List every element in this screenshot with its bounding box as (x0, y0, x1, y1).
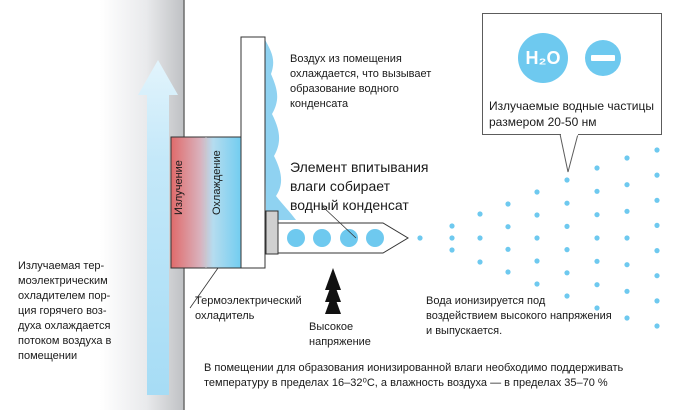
water-particle (654, 298, 660, 304)
water-particle (505, 246, 511, 252)
water-particle (624, 315, 630, 321)
emitted-particles (417, 147, 660, 329)
water-particle (594, 305, 600, 311)
water-particle (564, 270, 570, 276)
particles-callout (482, 13, 662, 135)
water-particle (564, 247, 570, 253)
nozzle-droplet (287, 229, 305, 247)
water-particle (564, 223, 570, 229)
water-particle (505, 269, 511, 275)
water-particle (594, 188, 600, 194)
water-particle (534, 212, 540, 218)
water-particle (654, 248, 660, 254)
hv-arrow (325, 280, 341, 302)
water-particle (624, 262, 630, 268)
water-particle (594, 212, 600, 218)
cooler-label: Термоэлектрический охладитель (195, 295, 302, 322)
left-note: Излучаемая тер- моэлектрическим охладите… (18, 260, 112, 362)
h2o-label: H₂O (525, 48, 561, 68)
water-particle (449, 247, 455, 253)
water-particle (654, 172, 660, 178)
water-particle (417, 235, 423, 241)
water-particle (594, 165, 600, 171)
water-particle (477, 235, 483, 241)
water-particle (624, 235, 630, 241)
water-particle (449, 223, 455, 229)
water-particle (477, 211, 483, 217)
water-particle (477, 259, 483, 265)
cooler-leader (189, 267, 219, 309)
bubble-tail (559, 133, 579, 173)
water-particle (654, 323, 660, 329)
absorber-connector (265, 210, 279, 255)
water-particle (449, 235, 455, 241)
water-particle (564, 293, 570, 299)
water-particle (534, 258, 540, 264)
water-particle (624, 155, 630, 161)
wall-shadow (100, 0, 184, 410)
water-particle (594, 258, 600, 264)
nozzle-droplet (340, 229, 358, 247)
radiation-label: Излучение (173, 160, 185, 215)
water-particle (624, 182, 630, 188)
condensate-droplets (264, 38, 296, 220)
absorb-label: Элемент впитывания влаги собирает водный… (290, 159, 429, 213)
water-particle (534, 235, 540, 241)
water-particle (624, 208, 630, 214)
ionize-label: Вода ионизируется под воздействием высок… (426, 295, 612, 337)
water-particle (654, 197, 660, 203)
water-particle (654, 147, 660, 153)
air-cooling-label: Воздух из помещения охлаждается, что выз… (290, 53, 432, 110)
hv-arrow (325, 292, 341, 314)
nozzle-droplet (366, 229, 384, 247)
water-particle (564, 200, 570, 206)
water-particle (654, 273, 660, 279)
hv-arrow (325, 268, 341, 290)
cooling-label: Охлаждение (211, 150, 235, 215)
cooling-plate (240, 36, 266, 269)
particles-label: Излучаемые водные частицы размером 20-50… (489, 99, 655, 129)
water-particle (654, 222, 660, 228)
water-particle (505, 224, 511, 230)
water-particle (624, 288, 630, 294)
hot-air-up-arrow (138, 60, 178, 395)
water-particle (594, 282, 600, 288)
water-particle (534, 281, 540, 287)
water-particle (594, 235, 600, 241)
water-particle (505, 201, 511, 207)
water-particle (564, 177, 570, 183)
footer-note: В помещении для образования ионизированн… (204, 362, 624, 389)
absorb-leader (321, 205, 357, 239)
nozzle-droplet (313, 229, 331, 247)
water-particle (534, 189, 540, 195)
high-voltage-label: Высокое напряжение (309, 321, 371, 348)
